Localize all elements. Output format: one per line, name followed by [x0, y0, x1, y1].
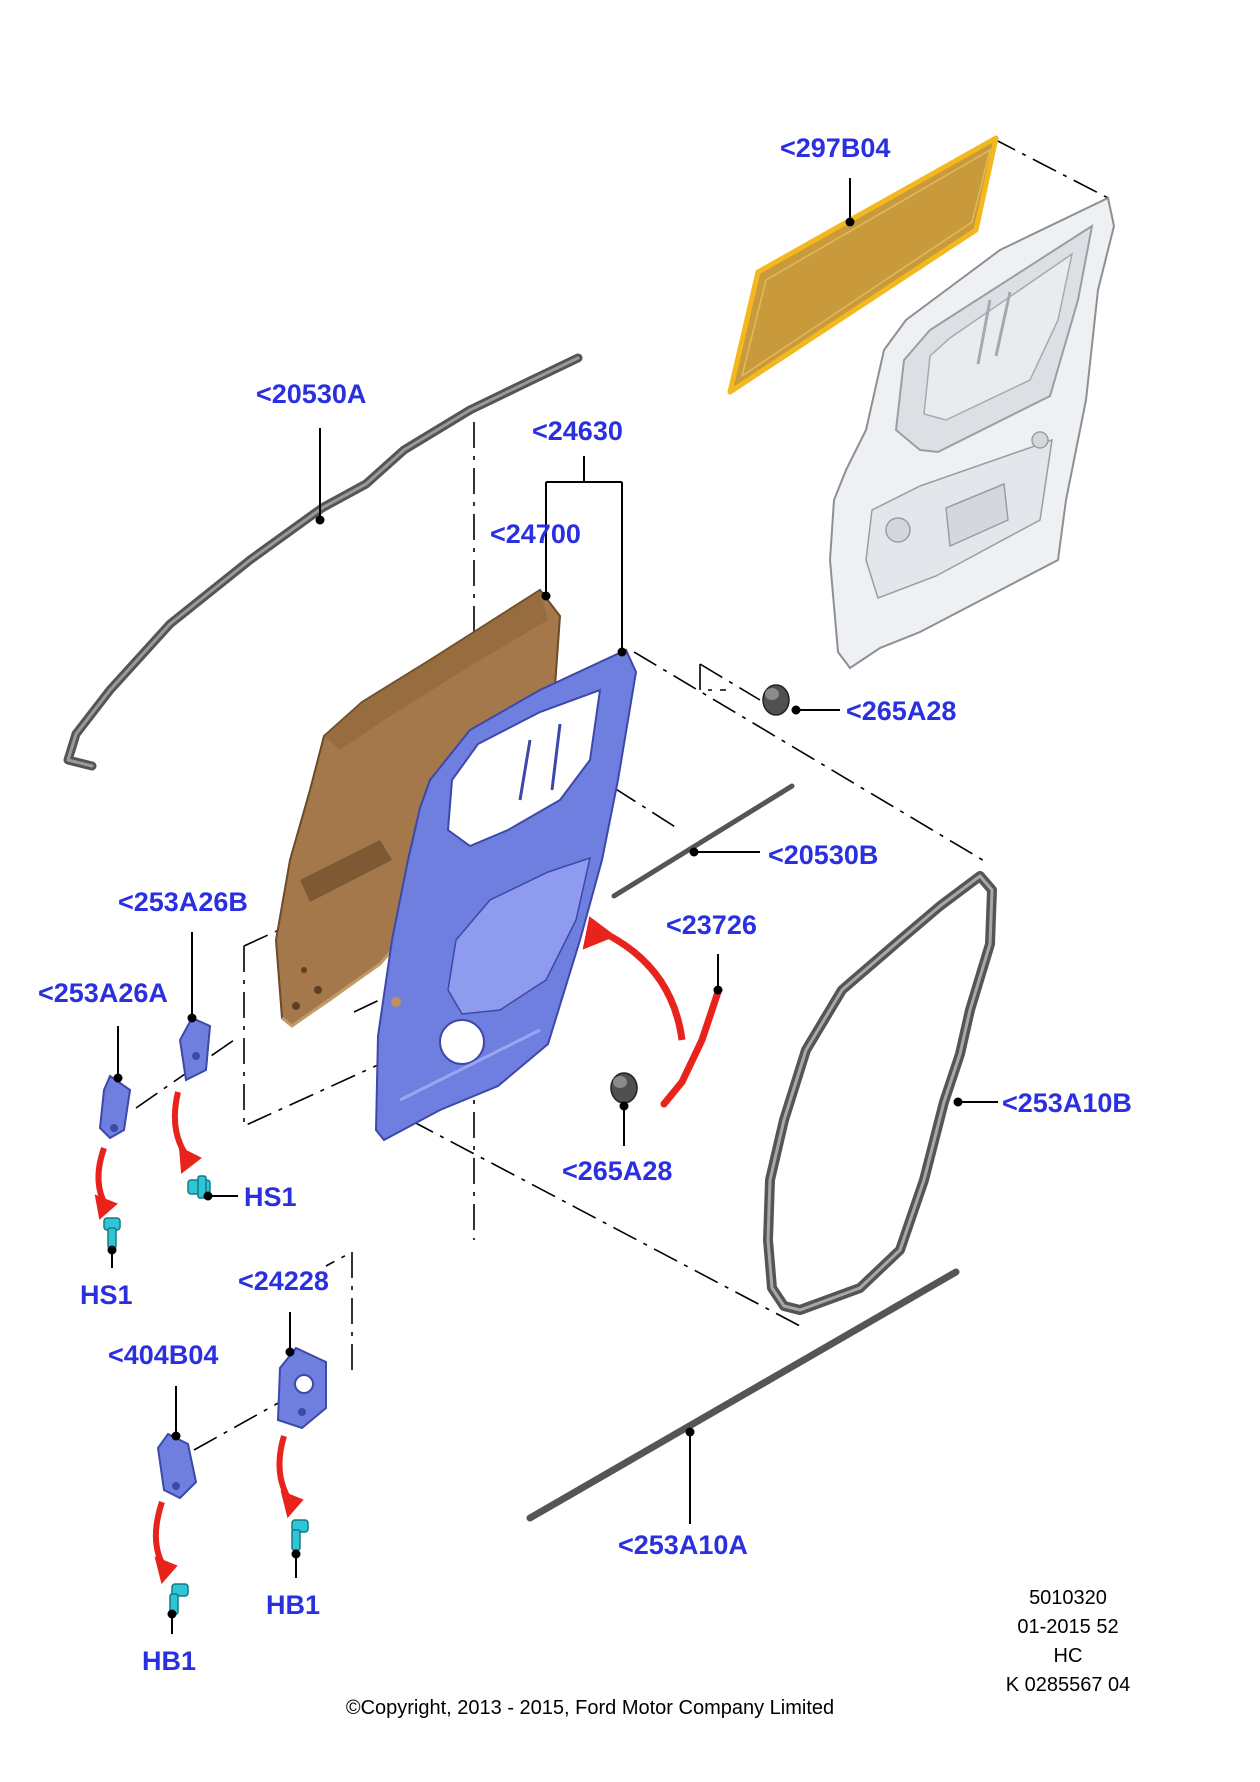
label-24700: <24700 — [490, 519, 581, 549]
striker-bracket — [276, 1346, 327, 1430]
label-297B04: <297B04 — [780, 133, 890, 163]
info-revision: HC — [1054, 1645, 1083, 1667]
label-HB1-right: HB1 — [266, 1590, 320, 1620]
label-253A10A: <253A10A — [618, 1530, 748, 1560]
label-23726: <23726 — [666, 910, 757, 940]
lower-window-seal — [611, 783, 795, 899]
copyright-notice: ©Copyright, 2013 - 2015, Ford Motor Comp… — [346, 1697, 834, 1719]
info-drawing-number: 5010320 — [1029, 1587, 1107, 1609]
fastener-hs1-left — [103, 1217, 121, 1249]
drawing-info-block: 5010320 01-2015 52 HC K 0285567 04 — [1006, 1587, 1131, 1696]
label-253A26A: <253A26A — [38, 978, 168, 1008]
leader-lines — [107, 178, 998, 1634]
door-weatherstrip — [763, 871, 997, 1315]
label-20530A: <20530A — [256, 379, 366, 409]
label-24630: <24630 — [532, 416, 623, 446]
label-24228: <24228 — [238, 1266, 329, 1296]
bumper-bottom — [610, 1072, 638, 1104]
label-HS1-right: HS1 — [244, 1182, 297, 1212]
plate-bracket — [156, 1432, 198, 1500]
label-HB1-left: HB1 — [142, 1646, 196, 1676]
label-253A26B: <253A26B — [118, 887, 248, 917]
label-20530B: <20530B — [768, 840, 878, 870]
bumper-top — [762, 684, 790, 716]
info-date-code: 01-2015 52 — [1017, 1616, 1118, 1638]
label-HS1-left: HS1 — [80, 1280, 133, 1310]
door-glass — [727, 135, 999, 395]
upper-seal-strip — [63, 353, 583, 771]
red-seal-piece — [660, 988, 722, 1108]
fastener-hs1-right — [187, 1175, 211, 1199]
sill-seal-strip — [526, 1268, 960, 1522]
hinge-upper — [178, 1016, 212, 1082]
label-265A28-top: <265A28 — [846, 696, 956, 726]
label-404B04: <404B04 — [108, 1340, 218, 1370]
outer-door-panel — [828, 196, 1116, 670]
fastener-hb1-left — [169, 1583, 189, 1615]
callout-labels: <297B04 <20530A <24630 <24700 <265A28 <2… — [38, 133, 1132, 1676]
inner-door-frame — [374, 648, 638, 1142]
label-253A10B: <253A10B — [1002, 1088, 1132, 1118]
direction-arrows — [94, 916, 686, 1585]
hinge-lower — [98, 1074, 132, 1140]
info-reference: K 0285567 04 — [1006, 1674, 1131, 1696]
fastener-hb1-right — [291, 1519, 309, 1551]
label-265A28-bottom: <265A28 — [562, 1156, 672, 1186]
